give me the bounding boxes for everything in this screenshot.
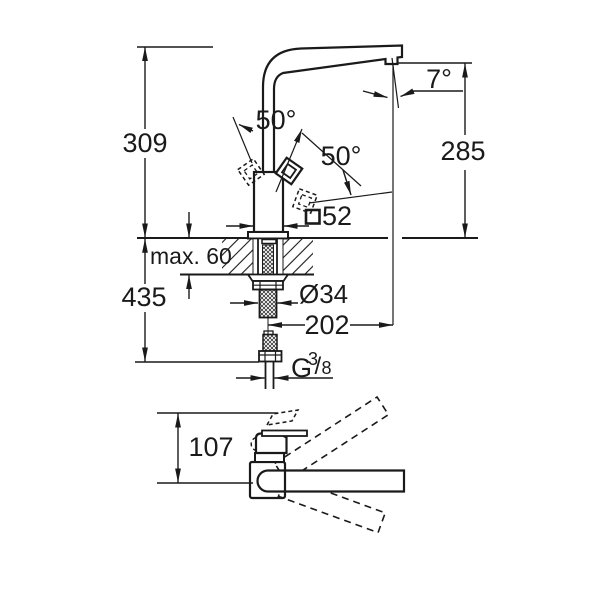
handle-neck-top-view bbox=[254, 452, 285, 463]
dim-309-label: 309 bbox=[122, 128, 167, 158]
dim-d34-label: Ø34 bbox=[299, 279, 348, 309]
dim-285-label: 285 bbox=[440, 136, 485, 166]
counter-hatch-right bbox=[283, 238, 313, 274]
dimension-annotations: 309 435 max. 60 285 7° 50° 50° bbox=[121, 46, 486, 383]
dim-52-label: 52 bbox=[322, 201, 352, 231]
square-symbol-icon bbox=[304, 208, 321, 225]
handle-blade-top-view bbox=[261, 429, 308, 437]
dim-7deg-label: 7° bbox=[426, 64, 452, 94]
faucet-spout-outline bbox=[261, 44, 404, 172]
dim-g-numerator: 3 bbox=[308, 349, 318, 369]
top-view: 107 bbox=[157, 395, 406, 534]
dim-max60-label: max. 60 bbox=[150, 243, 232, 269]
counter-hatch-left bbox=[222, 238, 253, 274]
shank-assembly bbox=[246, 238, 290, 334]
dim-50deg-right-label: 50° bbox=[321, 141, 362, 171]
handle-ghost-top-view bbox=[265, 409, 300, 426]
dim-202-label: 202 bbox=[304, 310, 349, 340]
spout-swivel-ghost-upper bbox=[273, 395, 390, 483]
dim-107-group bbox=[157, 412, 278, 484]
spout-tilt-line bbox=[391, 57, 400, 109]
faucet-body bbox=[247, 170, 289, 240]
dim-107-label: 107 bbox=[188, 432, 233, 462]
spout-top-view bbox=[256, 469, 406, 493]
hose-braid bbox=[262, 333, 278, 352]
dim-g-label: G bbox=[291, 353, 312, 383]
dim-50deg-left-label: 50° bbox=[256, 105, 297, 135]
dim-435-label: 435 bbox=[121, 282, 166, 312]
shank-washer bbox=[246, 273, 290, 282]
dim-g-slash: / bbox=[315, 353, 322, 380]
supply-hose bbox=[258, 330, 283, 389]
dim-g-denominator: 8 bbox=[322, 358, 332, 378]
threaded-shank bbox=[258, 288, 278, 319]
handle-hidden-arc bbox=[250, 436, 257, 452]
hose-nut bbox=[258, 350, 283, 363]
